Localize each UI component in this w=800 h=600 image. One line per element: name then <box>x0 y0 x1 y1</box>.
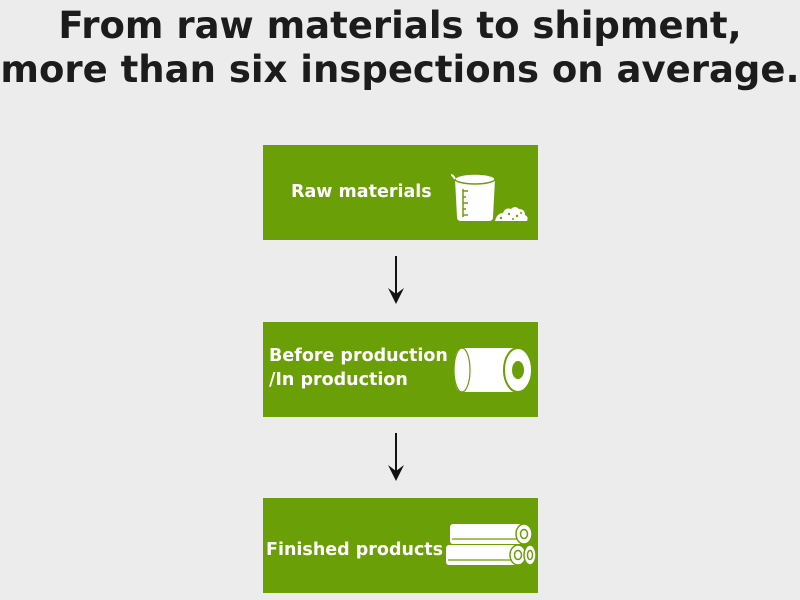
step-label: Before production /In production <box>269 346 448 390</box>
beaker-powder-icon <box>449 169 529 227</box>
title-line-1: From raw materials to shipment, <box>58 4 742 47</box>
flow-arrow-1 <box>386 256 406 306</box>
paper-roll-icon <box>452 344 536 400</box>
step-production: Before production /In production <box>263 322 538 417</box>
flow-arrow-2 <box>386 433 406 483</box>
step-label: Raw materials <box>291 182 432 202</box>
page-title: From raw materials to shipment, more tha… <box>0 4 800 92</box>
step-finished-products: Finished products <box>263 498 538 593</box>
stacked-rolls-icon <box>446 521 537 573</box>
step-label: Finished products <box>266 540 444 560</box>
step-raw-materials: Raw materials <box>263 145 538 240</box>
title-line-2: more than six inspections on average. <box>0 48 800 91</box>
